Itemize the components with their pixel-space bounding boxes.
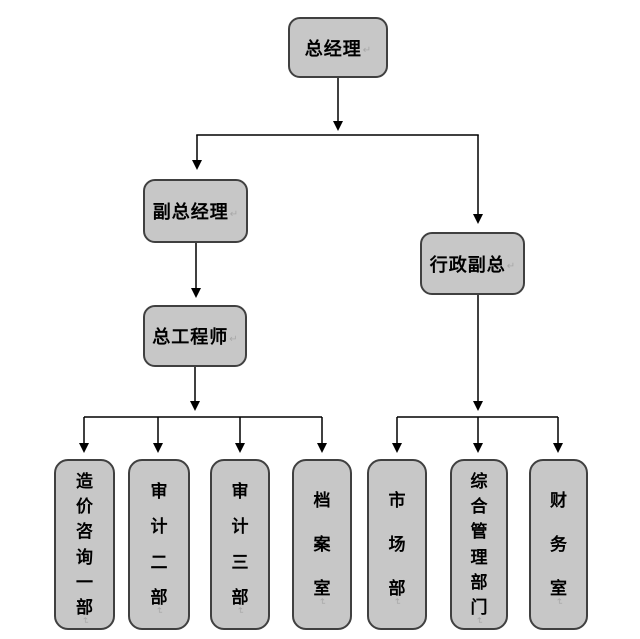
return-mark-icon: ↵ xyxy=(229,208,239,220)
node-label: 市场部↵ xyxy=(388,490,406,606)
node-marketing-dept: 市场部↵ xyxy=(367,459,427,630)
node-label: 综合管理部门↵ xyxy=(470,471,488,625)
node-audit-dept-3: 审计三部↵ xyxy=(210,459,270,630)
node-general-management-dept: 综合管理部门↵ xyxy=(450,459,508,630)
node-label: 行政副总 xyxy=(429,254,506,275)
return-mark-icon: ↵ xyxy=(554,598,564,606)
return-mark-icon: ↵ xyxy=(154,606,165,615)
return-mark-icon: ↵ xyxy=(235,606,246,615)
node-label: 造价咨询一部↵ xyxy=(76,471,93,625)
node-label: 总经理 xyxy=(304,38,362,59)
return-mark-icon: ↵ xyxy=(506,261,516,272)
node-label: 副总经理 xyxy=(152,202,229,222)
node-audit-dept-2: 审计二部↵ xyxy=(128,459,190,630)
node-label: 财务室↵ xyxy=(550,490,567,606)
node-label: 审计三部↵ xyxy=(231,481,249,615)
node-label: 总工程师 xyxy=(152,327,229,347)
node-deputy-general-manager: 副总经理↵ xyxy=(143,179,248,243)
node-finance-room: 财务室↵ xyxy=(529,459,588,630)
node-label: 审计二部↵ xyxy=(150,481,168,615)
node-cost-consulting-dept-1: 造价咨询一部↵ xyxy=(54,459,115,630)
return-mark-icon: ↵ xyxy=(362,45,372,56)
return-mark-icon: ↵ xyxy=(392,598,403,606)
node-archive-room: 档案室↵ xyxy=(292,459,352,630)
node-chief-engineer: 总工程师↵ xyxy=(143,305,247,367)
node-administrative-vice-president: 行政副总↵ xyxy=(420,232,525,295)
return-mark-icon: ↵ xyxy=(229,333,238,345)
node-label: 档案室↵ xyxy=(313,490,331,606)
return-mark-icon: ↵ xyxy=(317,598,328,606)
return-mark-icon: ↵ xyxy=(80,617,90,625)
node-general-manager: 总经理↵ xyxy=(288,17,388,78)
return-mark-icon: ↵ xyxy=(474,617,485,625)
